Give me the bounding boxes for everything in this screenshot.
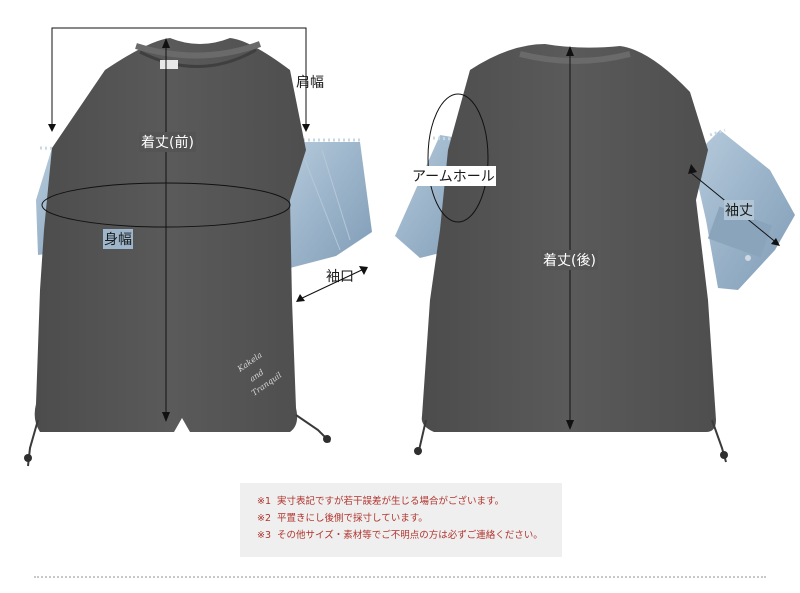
note-3: ※3 その他サイズ・素材等でご不明点の方は必ずご連絡ください。 [257,527,562,544]
label-armhole: アームホール [411,166,496,186]
measurement-lines [41,27,780,430]
dotted-divider [34,576,766,578]
note-2-mark: ※2 [257,513,272,524]
label-sleeve-opening: 袖口 [326,269,354,285]
label-back-length: 着丈(後) [541,250,598,270]
note-2-text: 平置きにし後側で採寸しています。 [277,513,428,524]
body-width-ellipse [41,182,291,228]
note-3-mark: ※3 [257,530,272,541]
front-shirt [24,38,372,467]
note-2: ※2 平置きにし後側で採寸しています。 [257,510,562,527]
size-notes-box: ※1 実寸表記ですが若干誤差が生じる場合がございます。 ※2 平置きにし後側で採寸し… [240,483,562,557]
shoulder-width-line [51,27,307,130]
note-1: ※1 実寸表記ですが若干誤差が生じる場合がございます。 [257,493,562,510]
armhole-ellipse [427,93,489,223]
note-1-mark: ※1 [257,496,272,507]
front-body [34,38,307,432]
label-sleeve-length: 袖丈 [724,200,754,220]
back-body [421,44,716,432]
sleeve-opening-line [297,267,367,301]
label-front-length: 着丈(前) [139,132,196,152]
label-body-width: 身幅 [103,229,133,249]
label-shoulder-width: 肩幅 [296,75,324,91]
note-1-text: 実寸表記ですが若干誤差が生じる場合がございます。 [277,496,505,507]
note-3-text: その他サイズ・素材等でご不明点の方は必ずご連絡ください。 [277,530,543,541]
front-right-denim-sleeve [282,142,372,268]
